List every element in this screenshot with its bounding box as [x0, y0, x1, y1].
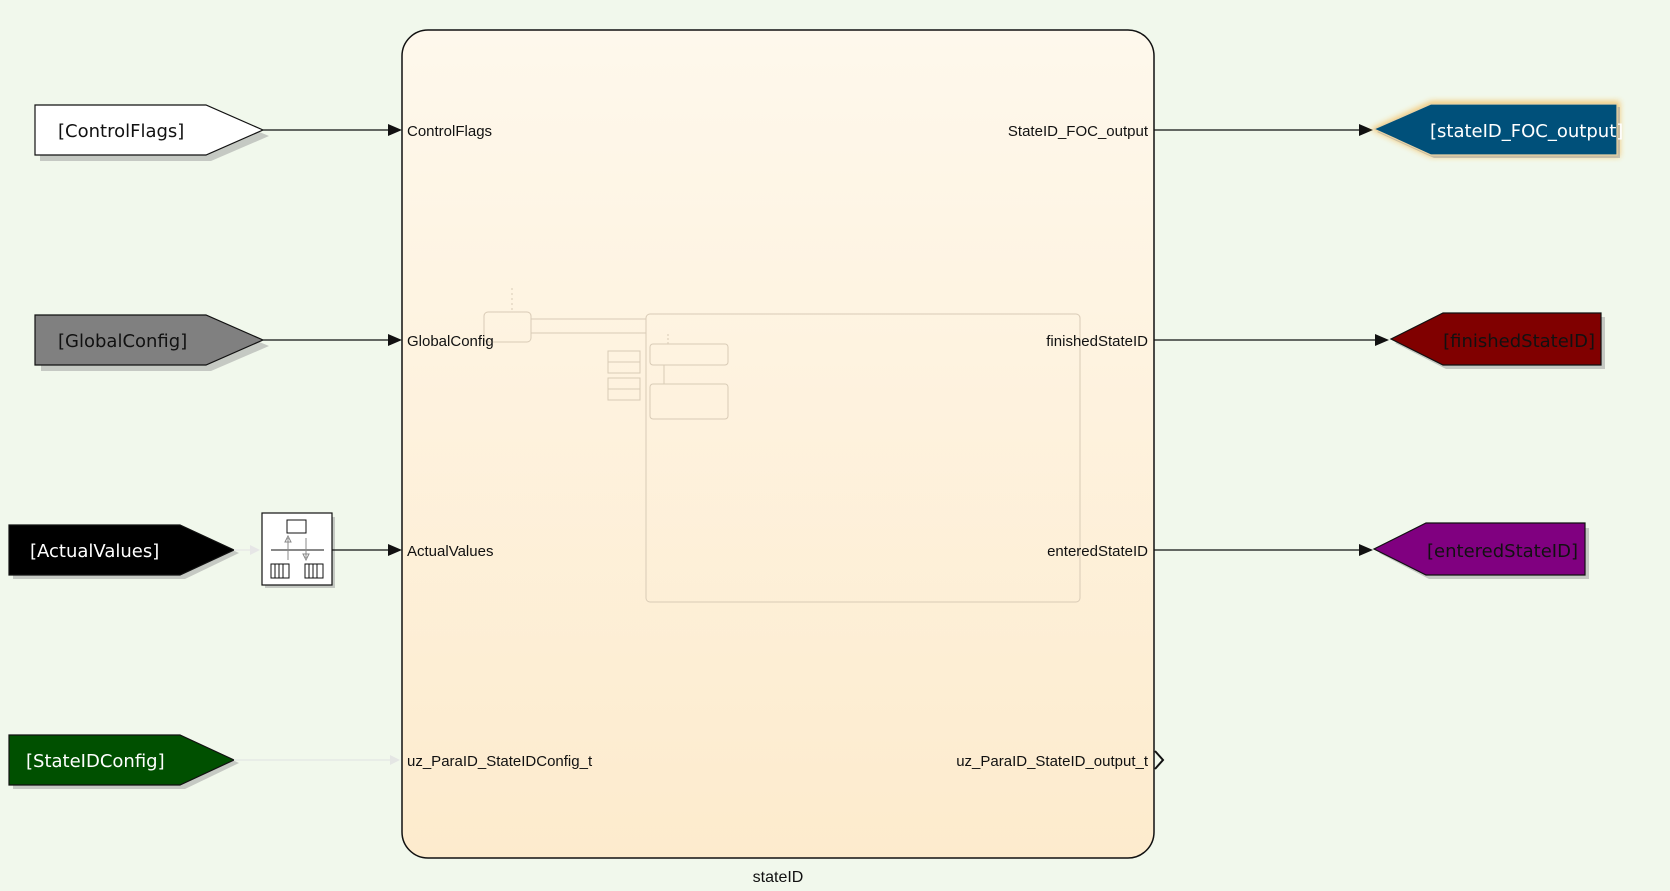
subsystem-content-preview: [483, 288, 1081, 603]
subsystem-name[interactable]: stateID: [753, 869, 804, 886]
signal-line-stateid-foc-output[interactable]: [1154, 124, 1373, 136]
outport-label-paraid-output: uz_ParaID_StateID_output_t: [956, 753, 1149, 770]
signal-line-actualvalues-to-busselector[interactable]: [234, 545, 260, 555]
signal-line-actualvalues[interactable]: [332, 544, 402, 556]
goto-tag-stateid-foc-output-label: [stateID_FOC_output]: [1430, 121, 1623, 142]
from-tag-controlflags[interactable]: [ControlFlags]: [34, 104, 269, 161]
outport-label-finishedstateid: finishedStateID: [1046, 333, 1148, 350]
goto-tag-stateid-foc-output[interactable]: [stateID_FOC_output]: [1370, 101, 1623, 158]
from-tag-globalconfig[interactable]: [GlobalConfig]: [34, 314, 269, 371]
goto-tag-enteredstateid[interactable]: [enteredStateID]: [1372, 522, 1589, 579]
signal-line-enteredstateid[interactable]: [1154, 544, 1373, 556]
from-tag-actualvalues[interactable]: [ActualValues]: [8, 524, 239, 579]
bus-selector-icon: [270, 519, 324, 579]
outport-label-stateid-foc-output: StateID_FOC_output: [1008, 123, 1149, 140]
signal-line-stateidconfig[interactable]: [234, 755, 400, 765]
goto-tag-finishedstateid[interactable]: [finishedStateID]: [1389, 312, 1605, 369]
goto-tag-enteredstateid-label: [enteredStateID]: [1427, 541, 1578, 562]
bus-selector-block[interactable]: [261, 512, 335, 588]
signal-line-controlflags[interactable]: [263, 124, 402, 136]
from-tag-stateidconfig[interactable]: [StateIDConfig]: [8, 734, 239, 789]
subsystem-body[interactable]: [401, 29, 1155, 859]
from-tag-controlflags-label: [ControlFlags]: [58, 121, 184, 142]
unconnected-outport-arrow[interactable]: [1154, 750, 1165, 770]
signal-line-finishedstateid[interactable]: [1154, 334, 1389, 346]
from-tag-actualvalues-label: [ActualValues]: [30, 541, 159, 562]
subsystem-block-stateid[interactable]: ControlFlags GlobalConfig ActualValues u…: [401, 29, 1155, 859]
inport-label-controlflags: ControlFlags: [407, 123, 492, 140]
from-tag-globalconfig-label: [GlobalConfig]: [58, 331, 187, 352]
outport-label-enteredstateid: enteredStateID: [1047, 543, 1148, 560]
goto-tag-finishedstateid-label: [finishedStateID]: [1443, 331, 1595, 352]
signal-line-globalconfig[interactable]: [263, 334, 402, 346]
inport-label-stateidconfig: uz_ParaID_StateIDConfig_t: [407, 753, 593, 770]
inport-label-actualvalues: ActualValues: [407, 543, 493, 560]
inport-label-globalconfig: GlobalConfig: [407, 333, 494, 350]
from-tag-stateidconfig-label: [StateIDConfig]: [26, 751, 165, 772]
